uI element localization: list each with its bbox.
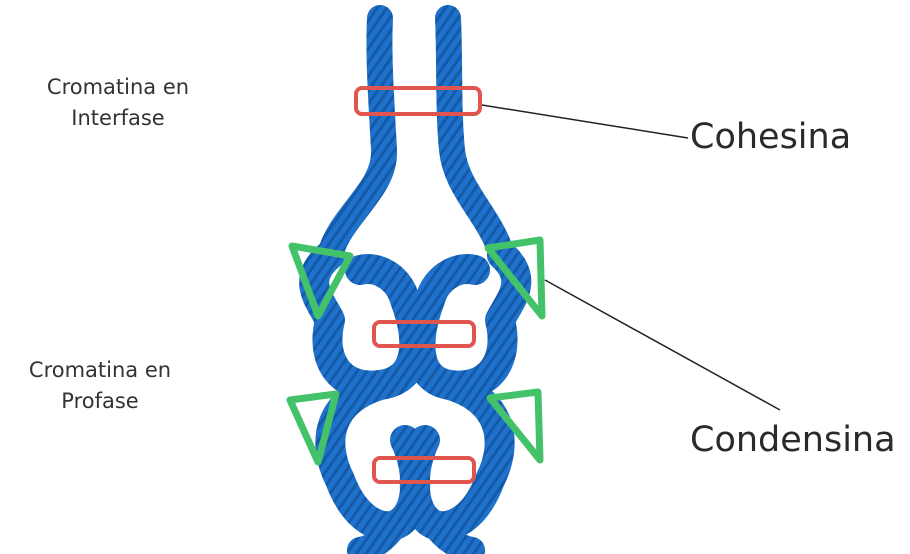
interphase-chromatin [330,18,502,255]
interphase-label-line1: Cromatina en [18,72,218,103]
interphase-strand-left [330,18,384,255]
cohesin-label: Cohesina [690,117,880,157]
interphase-chromatin-label: Cromatina en Interfase [18,72,218,134]
condensin-label: Condensina [690,420,910,460]
interphase-label-line2: Interfase [18,103,218,134]
prophase-loop-right-lower [415,385,500,526]
interphase-strand-right [448,18,502,255]
condensin-leader-line [545,280,780,410]
prophase-chromatin [314,255,516,550]
prophase-label-line2: Profase [0,386,200,417]
prophase-chromatin-label: Cromatina en Profase [0,355,200,417]
prophase-label-line1: Cromatina en [0,355,200,386]
cohesin-leader-line [482,105,688,138]
